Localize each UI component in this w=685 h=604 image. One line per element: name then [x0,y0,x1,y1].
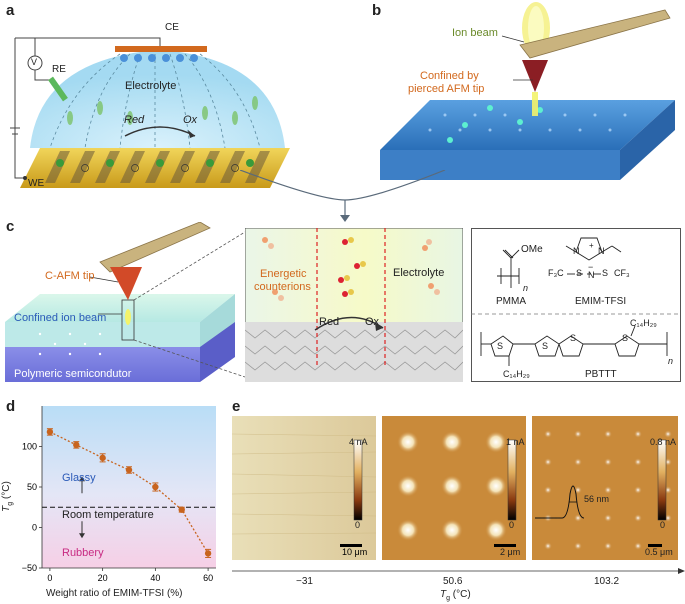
glassy-label: Glassy [62,472,96,484]
ion-beam-label: Ion beam [452,27,498,39]
plot-background [42,406,216,568]
x-tick-label: 20 [98,573,108,583]
panel-c-device [5,222,246,382]
panel-a-label: a [6,2,15,19]
img2-scale-max: 1 nA [506,437,525,447]
img2-scale-min: 0 [509,520,515,530]
re-label: RE [52,64,66,75]
chem-n-top1: N [573,246,580,256]
e-tick-2: 50.6 [443,576,463,587]
chem-s1: S [497,341,504,351]
img3-scale-bar: 0.5 μm [645,547,673,557]
chemistry-box [471,228,681,382]
chem-s3: S [570,333,577,343]
data-point [125,466,133,474]
rubbery-arrowhead [79,533,85,539]
chem-pbttt-label: PBTTT [585,369,617,380]
x-tick-label: 40 [150,573,160,583]
chem-s4: S [622,333,629,343]
y-axis-label-d: Tg (°C) [1,481,14,512]
chem-emim-label: EMIM-TFSI [575,296,627,307]
data-point [73,441,80,449]
chem-n-sub-pmma: n [523,283,529,293]
chem-n-center: N [588,270,595,280]
chem-n-top2: N [598,246,605,256]
panel-a-illustration [10,37,290,188]
img3-annotation: 56 nm [584,494,610,504]
chem-cf3: CF₃ [614,268,630,278]
we-label: WE [28,178,45,189]
panel-b-label: b [372,2,382,19]
confined-label-1: Confined by [420,70,479,82]
confined-ion-beam-label: Confined ion beam [14,312,107,324]
red-label-c: Red [319,316,340,328]
panel-c-zoom [245,228,463,382]
img2-scale-bar: 2 μm [500,547,521,557]
chem-c14h29-top: C₁₄H₂₉ [630,318,657,328]
afm-images [231,416,685,574]
panel-c-label: c [6,218,15,235]
polymeric-label: Polymeric semicondutor [14,368,132,380]
energetic-label-2: counterions [254,281,311,293]
e-axis-label: Tg (°C) [440,589,471,602]
data-point [178,506,185,513]
img3-scale-max: 0.8 nA [650,437,677,447]
e-axis-label-sub: g [446,595,451,602]
glassy-arrowhead [79,476,85,482]
y-axis-label-unit: (°C) [0,481,12,502]
data-point [152,483,159,491]
e-tick-3: 103.2 [594,576,620,587]
data-point [99,454,106,462]
electrolyte-label-c: Electrolyte [393,267,445,279]
panel-d-label: d [6,398,16,415]
data-point [204,550,212,557]
chem-c14h29-bot: C₁₄H₂₉ [503,369,530,379]
ox-label-c: Ox [365,316,380,328]
img3-scale-min: 0 [660,520,666,530]
y-tick-label: 100 [22,442,37,452]
confined-label-2: pierced AFM tip [408,83,485,95]
cafm-tip-label: C-AFM tip [45,270,95,282]
ox-label-a: Ox [183,114,198,126]
y-axis-label-main: T [0,505,12,512]
chem-s2: S [542,341,549,351]
e-axis-label-unit: (°C) [450,589,471,600]
chem-s-left: S [576,268,583,278]
y-axis-label-sub: g [6,501,14,506]
v-label: V [31,57,38,67]
energetic-label-1: Energetic [260,268,307,280]
room-temperature-label: Room temperature [62,509,154,521]
img1-scale-min: 0 [355,520,361,530]
ce-label: CE [165,22,179,33]
connector-arrow [240,170,446,222]
x-tick-label: 60 [203,573,213,583]
chem-pmma-label: PMMA [496,296,526,307]
x-tick-label: 0 [47,573,52,583]
panel-e-label: e [232,398,241,415]
rubbery-label: Rubbery [62,547,104,559]
chem-plus: + [589,241,594,250]
tg-chart: 0 20 40 60 −50 0 50 100 [22,406,216,583]
chemistry-structures [471,237,681,366]
data-point [46,428,54,436]
chem-s-right: S [602,268,609,278]
electrolyte-label-a: Electrolyte [125,80,177,92]
chem-ome: OMe [521,244,543,255]
y-tick-label: 0 [32,523,37,533]
e-tick-1: −31 [296,576,313,587]
y-tick-label: 50 [27,482,37,492]
chem-minus: − [588,262,594,272]
chem-f3c: F₃C [548,268,564,278]
panel-b-illustration [380,2,675,180]
e-axis-label-main: T [440,589,447,600]
chem-n-sub-pbttt: n [668,356,674,366]
y-tick-label: −50 [22,563,37,573]
red-label-a: Red [124,114,145,126]
x-axis-label-d: Weight ratio of EMIM-TFSI (%) [46,588,183,599]
img1-scale-max: 4 nA [349,437,368,447]
img1-scale-bar: 10 μm [342,547,368,557]
